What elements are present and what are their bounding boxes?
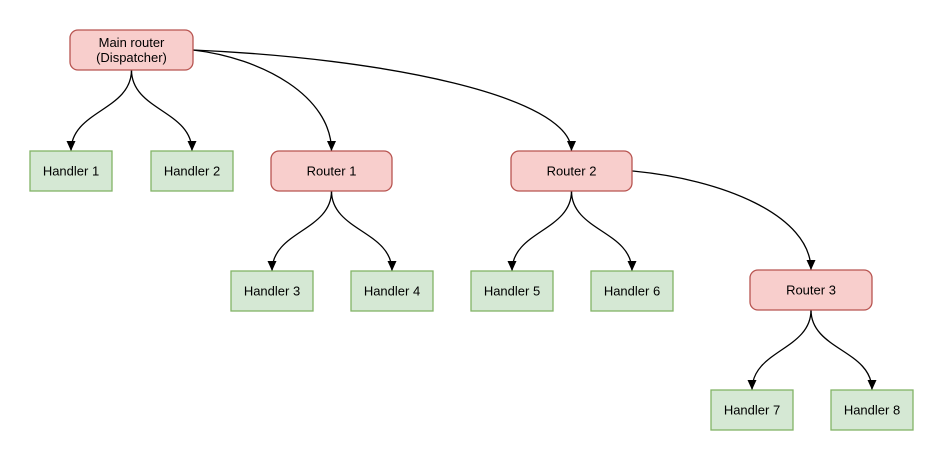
node-label: Handler 5 [484,284,540,299]
node-handler-5[interactable]: Handler 5 [470,270,554,312]
handler-box[interactable] [350,270,434,312]
node-label: Handler 4 [364,284,420,299]
edge-router-2-to-handler-5 [507,190,573,272]
handler-box[interactable] [710,389,794,431]
node-label-line: Router 2 [547,164,597,179]
edge-main-router-to-router-1 [192,49,336,152]
router-box[interactable] [270,150,393,192]
node-label: Handler 6 [604,284,660,299]
node-label-line: Handler 6 [604,284,660,299]
edge-router-3-to-handler-8 [810,309,877,391]
edge-main-router-to-handler-2 [130,69,197,152]
node-label: Handler 1 [43,164,99,179]
edge-router-1-to-handler-4 [330,190,397,272]
node-handler-4[interactable]: Handler 4 [350,270,434,312]
node-label: Router 2 [547,164,597,179]
edge-main-router-to-handler-1 [66,69,133,152]
node-router-1[interactable]: Router 1 [270,150,393,192]
node-label: Handler 2 [164,164,220,179]
edge-router-2-to-router-3 [631,170,816,271]
edge-router-2-to-handler-6 [570,190,637,272]
node-handler-1[interactable]: Handler 1 [29,150,113,192]
node-label-line: (Dispatcher) [96,50,167,65]
router-box[interactable] [510,150,633,192]
node-label: Handler 7 [724,403,780,418]
handler-box[interactable] [230,270,314,312]
edge-router-3-to-handler-7 [747,309,812,391]
node-handler-2[interactable]: Handler 2 [150,150,234,192]
edge-router-1-to-handler-3 [267,190,333,272]
node-router-2[interactable]: Router 2 [510,150,633,192]
handler-box[interactable] [830,389,914,431]
node-label-line: Handler 8 [844,403,900,418]
node-router-3[interactable]: Router 3 [749,269,873,311]
router-box[interactable] [69,29,194,71]
edge-main-router-to-router-2 [192,49,576,152]
node-handler-6[interactable]: Handler 6 [590,270,674,312]
router-box[interactable] [749,269,873,311]
node-label: Main router(Dispatcher) [96,35,167,65]
handler-box[interactable] [29,150,113,192]
handler-box[interactable] [150,150,234,192]
node-label-line: Handler 1 [43,164,99,179]
node-label: Router 3 [786,283,836,298]
node-handler-3[interactable]: Handler 3 [230,270,314,312]
node-label-line: Router 1 [307,164,357,179]
node-label-line: Router 3 [786,283,836,298]
node-label-line: Handler 4 [364,284,420,299]
node-handler-8[interactable]: Handler 8 [830,389,914,431]
node-label-line: Handler 3 [244,284,300,299]
node-handler-7[interactable]: Handler 7 [710,389,794,431]
node-label-line: Main router [99,35,165,50]
node-label: Handler 8 [844,403,900,418]
node-label-line: Handler 7 [724,403,780,418]
node-label: Router 1 [307,164,357,179]
handler-box[interactable] [470,270,554,312]
node-label-line: Handler 5 [484,284,540,299]
node-main-router[interactable]: Main router(Dispatcher) [69,29,194,71]
node-label-line: Handler 2 [164,164,220,179]
node-label: Handler 3 [244,284,300,299]
handler-box[interactable] [590,270,674,312]
